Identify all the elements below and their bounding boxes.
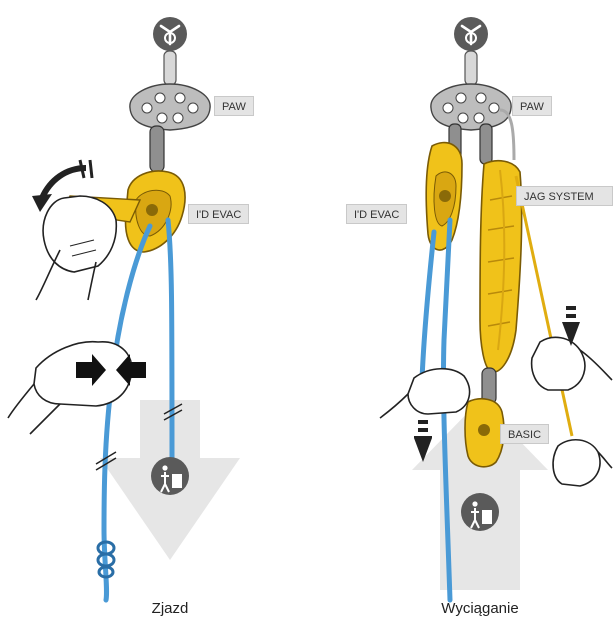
label-paw-left: PAW [214, 96, 254, 116]
anchor-carabiner [465, 51, 477, 85]
hand-left-bottom [8, 342, 132, 434]
hand-right-lower [553, 440, 612, 486]
hand-right-upper [532, 337, 612, 390]
load-person-icon [461, 493, 499, 531]
label-idevac-right: I'D EVAC [346, 204, 407, 224]
label-jag-system: JAG SYSTEM [516, 186, 613, 206]
basic-device [465, 399, 504, 467]
caption-left: Zjazd [90, 600, 250, 617]
rotate-arrow-icon [42, 168, 86, 198]
right-panel [380, 17, 612, 600]
paw-plate [431, 84, 511, 130]
rope-tail [422, 232, 434, 380]
anchor-icon [153, 17, 187, 51]
paw-plate [130, 84, 210, 130]
anchor-carabiner [164, 51, 176, 85]
left-panel [8, 17, 240, 600]
device-carabiner [150, 126, 164, 172]
label-idevac-left: I'D EVAC [188, 204, 249, 224]
label-basic: BASIC [500, 424, 549, 444]
label-paw-right: PAW [512, 96, 552, 116]
hand-right-left [380, 369, 470, 418]
caption-right: Wyciąganie [400, 600, 560, 617]
jag-cord [516, 176, 572, 436]
jag-carabiner [480, 124, 492, 164]
anchor-icon [454, 17, 488, 51]
load-person-icon [151, 457, 189, 495]
hand-left-top [36, 196, 116, 300]
